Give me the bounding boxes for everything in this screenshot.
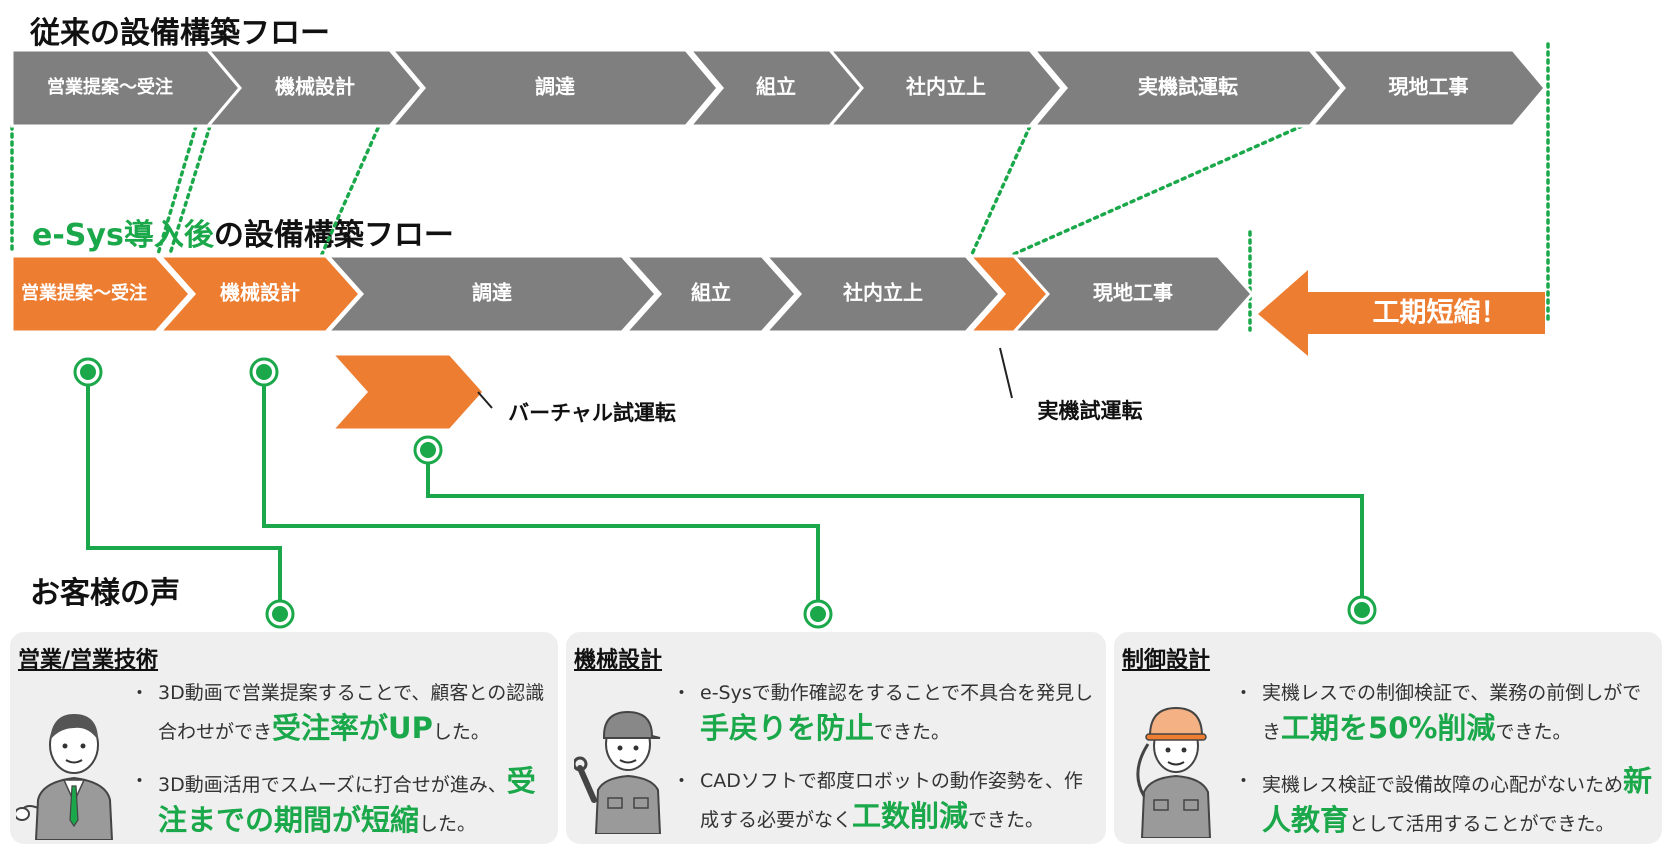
virtual-test-label: バーチャル試運転 (508, 401, 676, 425)
esys-step (762, 254, 1003, 334)
traditional-step-label: 実機試運転 (1138, 75, 1238, 99)
traditional-step-label: 社内立上 (905, 75, 986, 99)
connector-node-center (1354, 602, 1370, 618)
voice-card-control: 制御設計 実機レスでの制御検証で、業務の前倒しができ工期を50%削減できた。 実… (1114, 632, 1662, 844)
bullet-list: 実機レスでの制御検証で、業務の前倒しができ工期を50%削減できた。 実機レス検証… (1234, 676, 1658, 856)
traditional-step (826, 48, 1064, 128)
traditional-step-label: 調達 (535, 75, 575, 99)
mechanic-icon (574, 710, 662, 834)
esys-flow-heading-highlight: e-Sys導入後 (32, 218, 214, 253)
connector-node-center (420, 442, 436, 458)
virtual-test-leader (477, 391, 493, 409)
connector-node-center (810, 606, 826, 622)
esys-step-label: 現地工事 (1093, 281, 1173, 305)
connector-node-center (256, 364, 272, 380)
voice-connector (86, 372, 282, 612)
esys-step-label: 社内立上 (842, 281, 923, 305)
voice-connector (426, 450, 1364, 608)
esys-step (10, 254, 193, 334)
voice-card-sales: 営業/営業技術 3D動画で営業提案することで、顧客との認識合わせができ受注率がU… (10, 632, 558, 844)
traditional-step-label: 営業提案～受注 (47, 76, 173, 98)
connector-dotted (168, 124, 212, 256)
virtual-test-step (328, 352, 487, 432)
bullet-list: 3D動画で営業提案することで、顧客との認識合わせができ受注率がUPした。 3D動… (130, 676, 550, 856)
traditional-step (204, 48, 424, 128)
engineer-icon (1136, 706, 1212, 838)
card-title: 制御設計 (1122, 648, 1211, 673)
real-test-label: 実機試運転 (1038, 399, 1143, 423)
esys-step (1010, 254, 1255, 334)
bullet-item: 実機レスでの制御検証で、業務の前倒しができ工期を50%削減できた。 (1234, 676, 1658, 750)
shorten-label: 工期短縮！ (1373, 297, 1508, 329)
traditional-step-label: 現地工事 (1389, 75, 1469, 99)
esys-flow-heading: e-Sys導入後の設備構築フロー (32, 210, 454, 254)
esys-step (622, 254, 799, 334)
card-title: 営業/営業技術 (18, 648, 159, 673)
esys-step-label: 調達 (472, 281, 512, 305)
bullet-list: e-Sysで動作確認をすることで不具合を発見し手戻りを防止できた。 CADソフト… (672, 676, 1100, 852)
voice-card-mechanical: 機械設計 e-Sysで動作確認をすることで不具合を発見し手戻りを防止できた。 C… (566, 632, 1106, 844)
salesperson-icon (16, 714, 114, 840)
traditional-step (1030, 48, 1344, 128)
connector-node-center (272, 606, 288, 622)
traditional-step (1308, 48, 1547, 128)
card-title: 機械設計 (574, 648, 663, 673)
esys-step-label: 組立 (691, 281, 731, 305)
esys-step-label: 機械設計 (220, 281, 300, 305)
voice-connector (262, 372, 820, 612)
traditional-step-label: 機械設計 (275, 75, 355, 99)
connector-dotted (1012, 124, 1304, 256)
real-test-leader (999, 347, 1013, 399)
esys-step (324, 254, 659, 334)
traditional-step-label: 組立 (756, 75, 796, 99)
connector-dotted (156, 124, 198, 256)
bullet-item: 実機レス検証で設備故障の心配がないため新人教育として活用することができた。 (1234, 764, 1658, 842)
bullet-item: 3D動画で営業提案することで、顧客との認識合わせができ受注率がUPした。 (130, 676, 550, 750)
traditional-flow-heading: 従来の設備構築フロー (30, 16, 330, 51)
bullet-item: CADソフトで都度ロボットの動作姿勢を、作成する必要がなく工数削減できた。 (672, 764, 1100, 838)
traditional-step (388, 48, 720, 128)
connector-node-center (80, 364, 96, 380)
bullet-item: e-Sysで動作確認をすることで不具合を発見し手戻りを防止できた。 (672, 676, 1100, 750)
customer-voices-heading: お客様の声 (30, 576, 180, 611)
shorten-arrow (1258, 270, 1545, 356)
connector-dotted (320, 126, 380, 256)
bullet-item: 3D動画活用でスムーズに打合せが進み、受注までの期間が短縮した。 (130, 764, 550, 842)
connector-dotted (970, 124, 1032, 256)
esys-step-label: 営業提案～受注 (21, 282, 147, 304)
